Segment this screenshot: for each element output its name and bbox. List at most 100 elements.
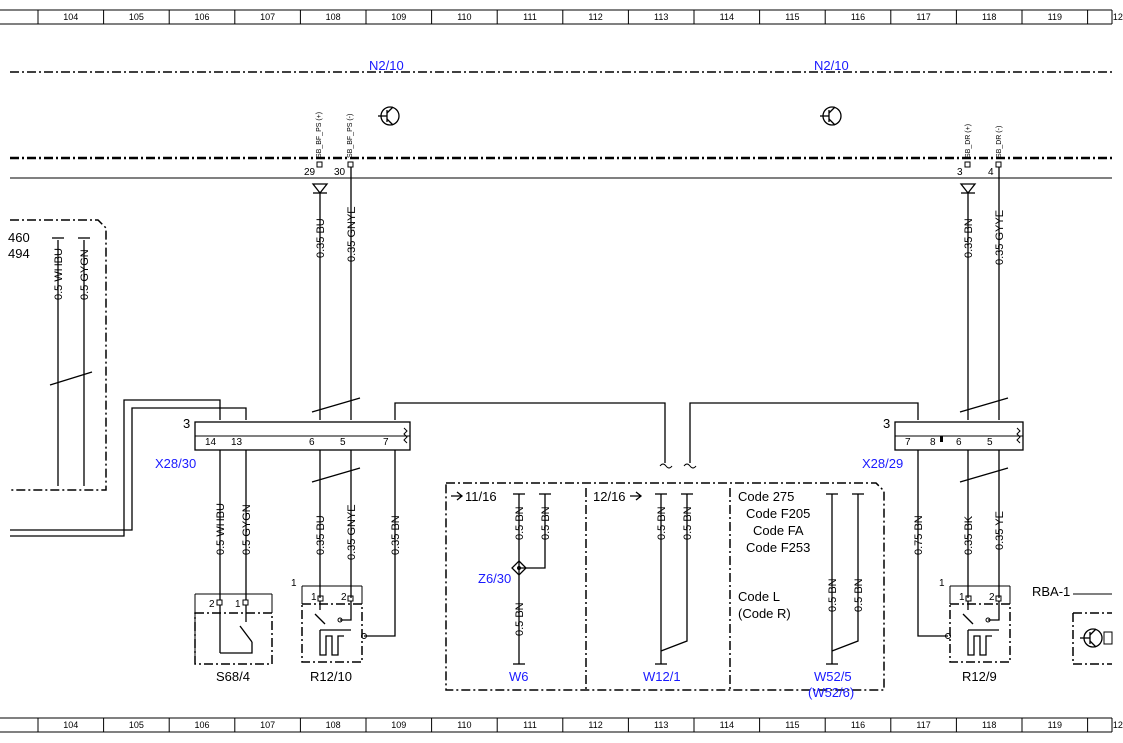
cross-reference: 11/16 (465, 489, 497, 504)
grid-column-number: 108 (326, 720, 341, 730)
wire-label: 0.5 BN (656, 506, 668, 540)
grid-column-number: 107 (260, 720, 275, 730)
transistor-icon (1080, 628, 1103, 648)
connector-pin: 6 (309, 437, 315, 448)
wire-label: 0.35 GNYE (346, 504, 358, 560)
component-label-r12-9: R12/9 (962, 669, 997, 684)
grid-column-number: 112 (588, 720, 602, 730)
code-text: Code F253 (746, 540, 810, 555)
connector-prefix: 3 (183, 416, 190, 431)
grid-column-number: 109 (391, 12, 406, 22)
grid-column-number: 120 (1113, 12, 1123, 22)
grid-column-number: 105 (129, 12, 144, 22)
grid-column-number: 109 (391, 720, 406, 730)
pin-number: 2 (341, 592, 347, 603)
resistor-r12-10: 1 1 2 R12/10 (291, 578, 367, 684)
grid-column-number: 115 (785, 720, 799, 730)
ground-label-w52-5: W52/5 (814, 669, 852, 684)
left-fragment-component: 460 494 0.5 WHBU 0.5 GYGN (8, 219, 107, 491)
component-index: 1 (291, 578, 297, 589)
splice-label-z6-30: Z6/30 (478, 571, 511, 586)
grid-column-number: 106 (194, 12, 209, 22)
connector-label-x28-29: X28/29 (862, 456, 903, 471)
grid-column-number: 111 (523, 720, 537, 730)
left-fragment-text-1: 460 (8, 230, 30, 245)
ground-splice-box: 11/16 12/16 0.5 BN 0.5 BN 0.5 BN Z6/30 W… (445, 482, 885, 700)
ground-label-w6: W6 (509, 669, 529, 684)
grid-column-number: 108 (326, 12, 341, 22)
connector-pin: 5 (987, 437, 993, 448)
control-unit-label-left: N2/10 (369, 58, 404, 73)
wire-label: 0.35 BN (963, 218, 975, 258)
connector-pin: 14 (205, 437, 217, 448)
seat-heater-icon (314, 601, 352, 656)
wire-label: 0.5 GYGN (79, 249, 91, 300)
pin-number: 1 (959, 592, 965, 603)
grid-column-number: 116 (851, 720, 865, 730)
pin-number: 1 (311, 592, 317, 603)
wire-label: 0.5 BN (514, 506, 526, 540)
pin-number: 30 (334, 167, 346, 178)
grid-column-number: 116 (851, 12, 865, 22)
pin-signal-label: SB_BF_PS (+) (316, 112, 323, 158)
connector-x28-30: 3 X28/30 14 13 6 5 7 (155, 416, 411, 471)
pin-number: 2 (209, 599, 215, 610)
wire-label: 0.5 BN (853, 578, 865, 612)
lower-wires: 0.5 WHBU 0.5 GYGN 0.35 BU 0.35 GNYE 0.35… (215, 402, 1009, 637)
connector-label-x28-30: X28/30 (155, 456, 196, 471)
pin-number: 1 (235, 599, 241, 610)
pin-number: 4 (988, 167, 994, 178)
wire-label: 0.35 BK (963, 515, 975, 555)
grid-column-number: 115 (785, 12, 799, 22)
control-unit-n2-10: N2/10 N2/10 SB_BF_PS (+) SB_BF_PS (-) SB… (10, 58, 1112, 195)
left-fragment-text-2: 494 (8, 246, 30, 261)
pin-number: 29 (304, 167, 316, 178)
wire-label: 0.35 BU (315, 515, 327, 555)
connector-pin: 7 (383, 437, 389, 448)
grid-column-number: 110 (457, 12, 471, 22)
pin-number: 2 (989, 592, 995, 603)
connector-pin: 5 (340, 437, 346, 448)
wire-label: 0.5 GYGN (241, 504, 253, 555)
component-label-rba-1: RBA-1 (1032, 584, 1070, 599)
connector-pin: 8 (930, 437, 936, 448)
cable-run (10, 399, 247, 537)
control-unit-label-right: N2/10 (814, 58, 849, 73)
ground-label-w52-6: (W52/6) (808, 685, 854, 700)
grid-column-number: 104 (63, 720, 78, 730)
connector-pin: 6 (956, 437, 962, 448)
switch-s68-4: 2 1 S68/4 (194, 593, 273, 684)
code-text: Code FA (753, 523, 804, 538)
wire-label: 0.35 BU (315, 218, 327, 258)
grid-column-number: 110 (457, 720, 471, 730)
grid-column-number: 117 (916, 720, 930, 730)
grid-column-number: 104 (63, 12, 78, 22)
rba-1-component: RBA-1 (1032, 584, 1113, 665)
connector-pin: 13 (231, 437, 243, 448)
grid-column-number: 118 (982, 12, 996, 22)
component-index: 1 (939, 578, 945, 589)
grid-column-number: 113 (654, 12, 668, 22)
pin-signal-label: SB_BF_PS (-) (347, 114, 354, 158)
grid-column-number: 105 (129, 720, 144, 730)
connector-pin: 7 (905, 437, 911, 448)
grid-column-number: 114 (720, 720, 734, 730)
pin-number: 3 (957, 167, 963, 178)
wire-label: 0.75 BN (913, 515, 925, 555)
wire-label: 0.5 BN (514, 602, 526, 636)
pin-signal-label: SB_DR (-) (996, 126, 1003, 158)
grid-column-number: 119 (1048, 720, 1062, 730)
wire-label: 0.35 YE (994, 511, 1006, 550)
code-text: Code F205 (746, 506, 810, 521)
grid-column-number: 111 (523, 12, 537, 22)
resistor-r12-9: 1 1 2 R12/9 (939, 578, 1011, 684)
wire-label: 0.5 BN (827, 578, 839, 612)
connector-prefix: 3 (883, 416, 890, 431)
grid-column-number: 112 (588, 12, 602, 22)
wire-label: 0.35 GNYE (346, 206, 358, 262)
grid-column-number: 118 (982, 720, 996, 730)
wire-label: 0.5 WHBU (53, 248, 65, 300)
